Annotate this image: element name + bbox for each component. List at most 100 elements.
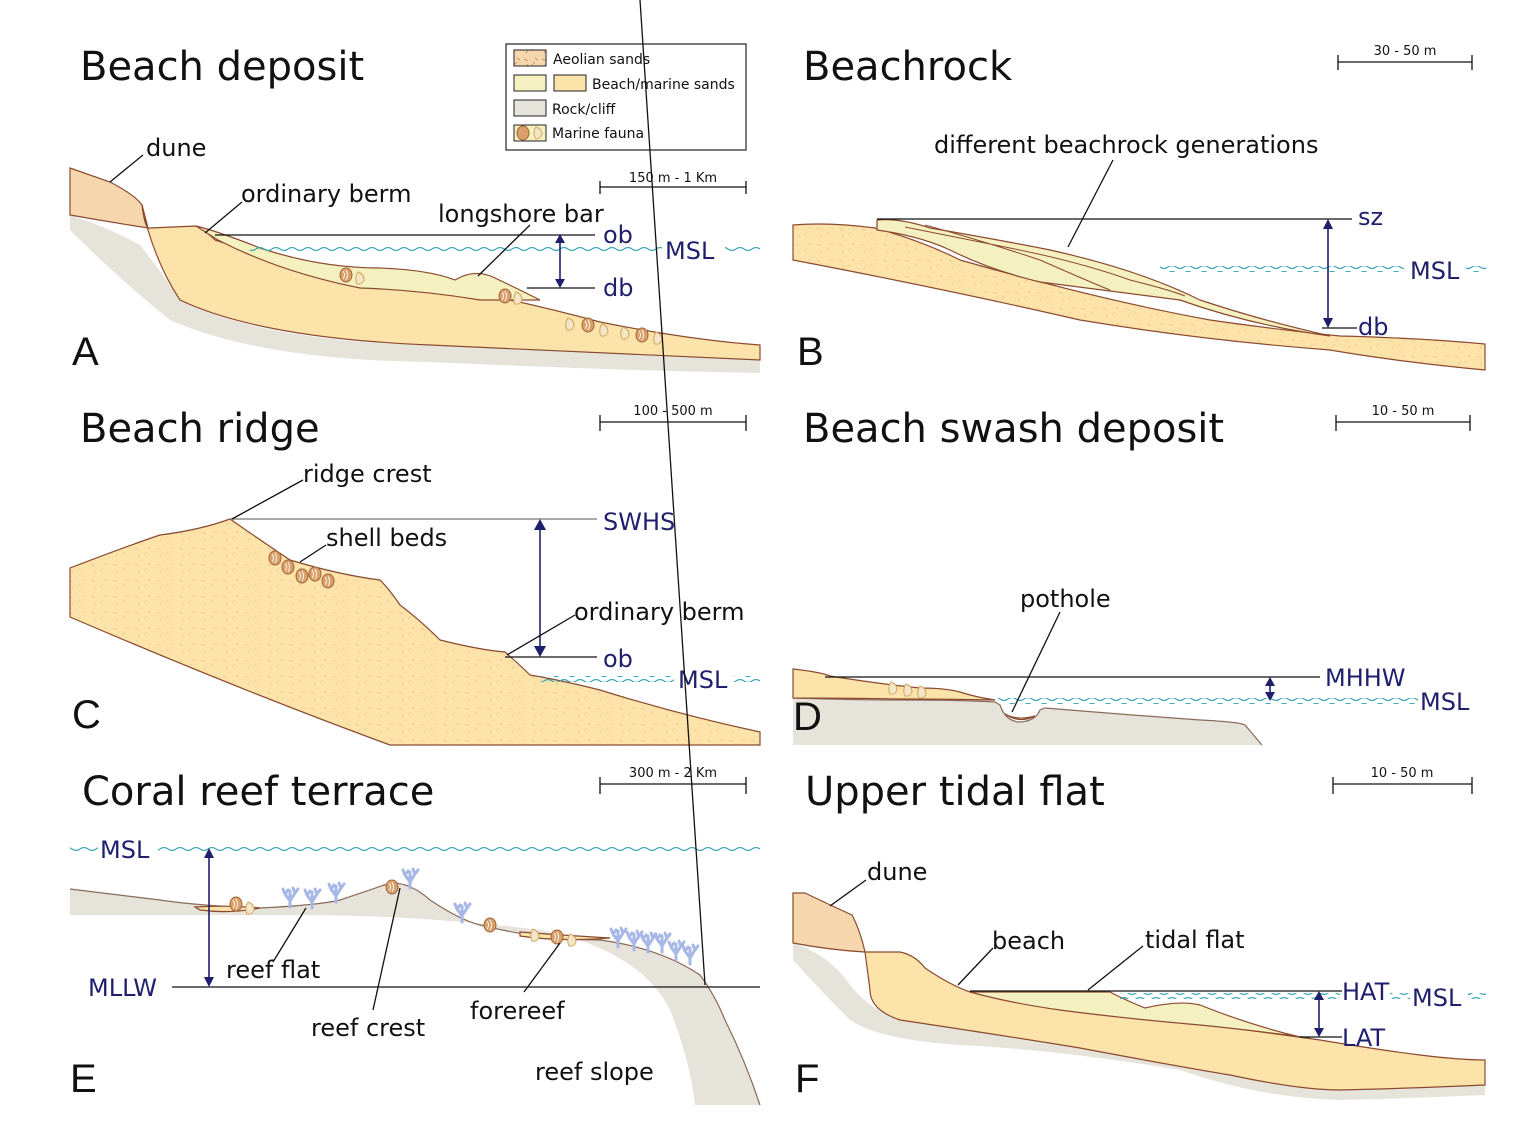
pothole-fill	[1004, 713, 1036, 721]
legend-label-fauna: Marine fauna	[552, 126, 644, 142]
label-beachrock-generations: different beachrock generations	[934, 131, 1318, 159]
arrow-head-up	[204, 848, 214, 858]
datum-hat: HAT	[1342, 978, 1390, 1006]
arrow-head-up	[555, 234, 565, 243]
datum-msl: MSL	[1420, 688, 1470, 716]
shell-icon	[498, 288, 512, 304]
panel-letter-f: F	[795, 1057, 819, 1101]
leader-line	[299, 544, 327, 563]
datum-db: db	[1358, 313, 1388, 341]
snail-icon	[903, 683, 913, 697]
label-beach: beach	[992, 927, 1065, 955]
datum-ob: ob	[603, 645, 633, 673]
panel-d-title: Beach swash deposit	[803, 406, 1224, 452]
msl-wave-tail	[725, 246, 760, 252]
datum-mllw: MLLW	[88, 974, 157, 1002]
datum-msl: MSL	[665, 237, 715, 265]
scale-label-d: 10 - 50 m	[1372, 404, 1435, 419]
arrow-head-down	[204, 977, 214, 987]
scale-bar-b: 30 - 50 m	[1337, 44, 1473, 70]
shell-icon	[229, 896, 243, 912]
msl-wave	[1120, 993, 1340, 999]
panel-b-title: Beachrock	[803, 44, 1013, 90]
panel-f: Upper tidal flat 10 - 50 m dune beach ti…	[792, 766, 1486, 1101]
scale-label-b: 30 - 50 m	[1374, 44, 1437, 59]
panel-a: Beach deposit Aeolian sands Beach/marine…	[69, 43, 761, 374]
beachrock-generations	[876, 219, 1331, 337]
legend-label-beach: Beach/marine sands	[592, 77, 735, 93]
berm-bar-deposit	[195, 225, 541, 301]
panel-b: Beachrock 30 - 50 m different beachrock …	[792, 44, 1486, 374]
scale-bar-c: 100 - 500 m	[599, 404, 747, 431]
snail-icon	[888, 681, 898, 695]
panel-letter-a: A	[72, 330, 99, 374]
datum-msl: MSL	[100, 836, 150, 864]
arrow-head-up	[1265, 677, 1275, 686]
snail-icon	[245, 901, 255, 915]
shell-icon	[308, 566, 322, 582]
scale-label-f: 10 - 50 m	[1371, 766, 1434, 781]
shell-icon	[339, 267, 353, 283]
label-ordinary-berm: ordinary berm	[241, 180, 411, 208]
datum-db: db	[603, 274, 633, 302]
rock-platform	[793, 698, 1262, 745]
label-shell-beds: shell beds	[326, 524, 447, 552]
panel-c: Beach ridge 100 - 500 m ridge crest shel…	[69, 404, 761, 746]
panel-e-title: Coral reef terrace	[82, 769, 434, 815]
label-reef-crest: reef crest	[311, 1014, 425, 1042]
msl-wave-mid	[1390, 993, 1410, 999]
leader-line	[957, 947, 994, 986]
msl-wave	[998, 698, 1418, 704]
legend-label-rock: Rock/cliff	[552, 102, 616, 118]
panel-d: Beach swash deposit 10 - 50 m pothole MH…	[792, 404, 1471, 746]
shell-icon	[581, 317, 595, 333]
arrow-head-up	[1323, 219, 1333, 229]
label-reef-slope: reef slope	[535, 1058, 654, 1086]
label-pothole: pothole	[1020, 585, 1111, 613]
msl-wave	[250, 246, 662, 252]
coral-icon	[281, 886, 300, 909]
panel-f-title: Upper tidal flat	[805, 769, 1105, 815]
arrow-head-down	[534, 646, 546, 657]
scale-label-e: 300 m - 2 Km	[629, 766, 717, 781]
panel-letter-c: C	[72, 693, 101, 737]
reef-rock-body	[70, 882, 760, 1105]
label-forereef: forereef	[470, 997, 565, 1025]
datum-msl: MSL	[1410, 257, 1460, 285]
arrow-head-down	[1314, 1028, 1324, 1037]
msl-wave	[1160, 266, 1404, 272]
leader-line	[829, 879, 867, 907]
scale-bar-e: 300 m - 2 Km	[599, 766, 747, 794]
panel-letter-d: D	[793, 695, 822, 739]
tidal-flat-deposit	[969, 991, 1311, 1039]
dune-deposit	[792, 892, 866, 953]
arrow-head-down	[555, 279, 565, 288]
label-tidal-flat: tidal flat	[1145, 926, 1245, 954]
panel-a-title: Beach deposit	[80, 44, 364, 90]
arrow-head-down	[1265, 692, 1275, 701]
legend-swatch-beach-dark	[553, 74, 587, 92]
arrow-head-down	[1323, 318, 1333, 328]
shell-icon	[483, 917, 497, 933]
rock-layer	[70, 215, 760, 373]
msl-wave-tail	[1468, 993, 1486, 999]
coral-icon	[667, 939, 686, 962]
label-reef-flat: reef flat	[226, 956, 320, 984]
datum-msl: MSL	[1412, 984, 1462, 1012]
leader-line	[204, 201, 243, 234]
leader-line	[109, 154, 144, 183]
msl-wave	[158, 845, 760, 851]
panel-c-title: Beach ridge	[80, 406, 320, 452]
shell-icon	[550, 929, 564, 945]
datum-lat: LAT	[1342, 1024, 1385, 1052]
shell-icon	[268, 550, 282, 566]
arrow-head-up	[1314, 991, 1324, 1000]
beach-sand-layer	[141, 204, 761, 361]
shell-icon	[295, 568, 309, 584]
datum-sz: sz	[1358, 203, 1383, 231]
msl-wave-tail	[734, 676, 760, 682]
leader-line	[1011, 611, 1061, 713]
label-dune: dune	[867, 858, 927, 886]
leader-line	[523, 942, 561, 993]
